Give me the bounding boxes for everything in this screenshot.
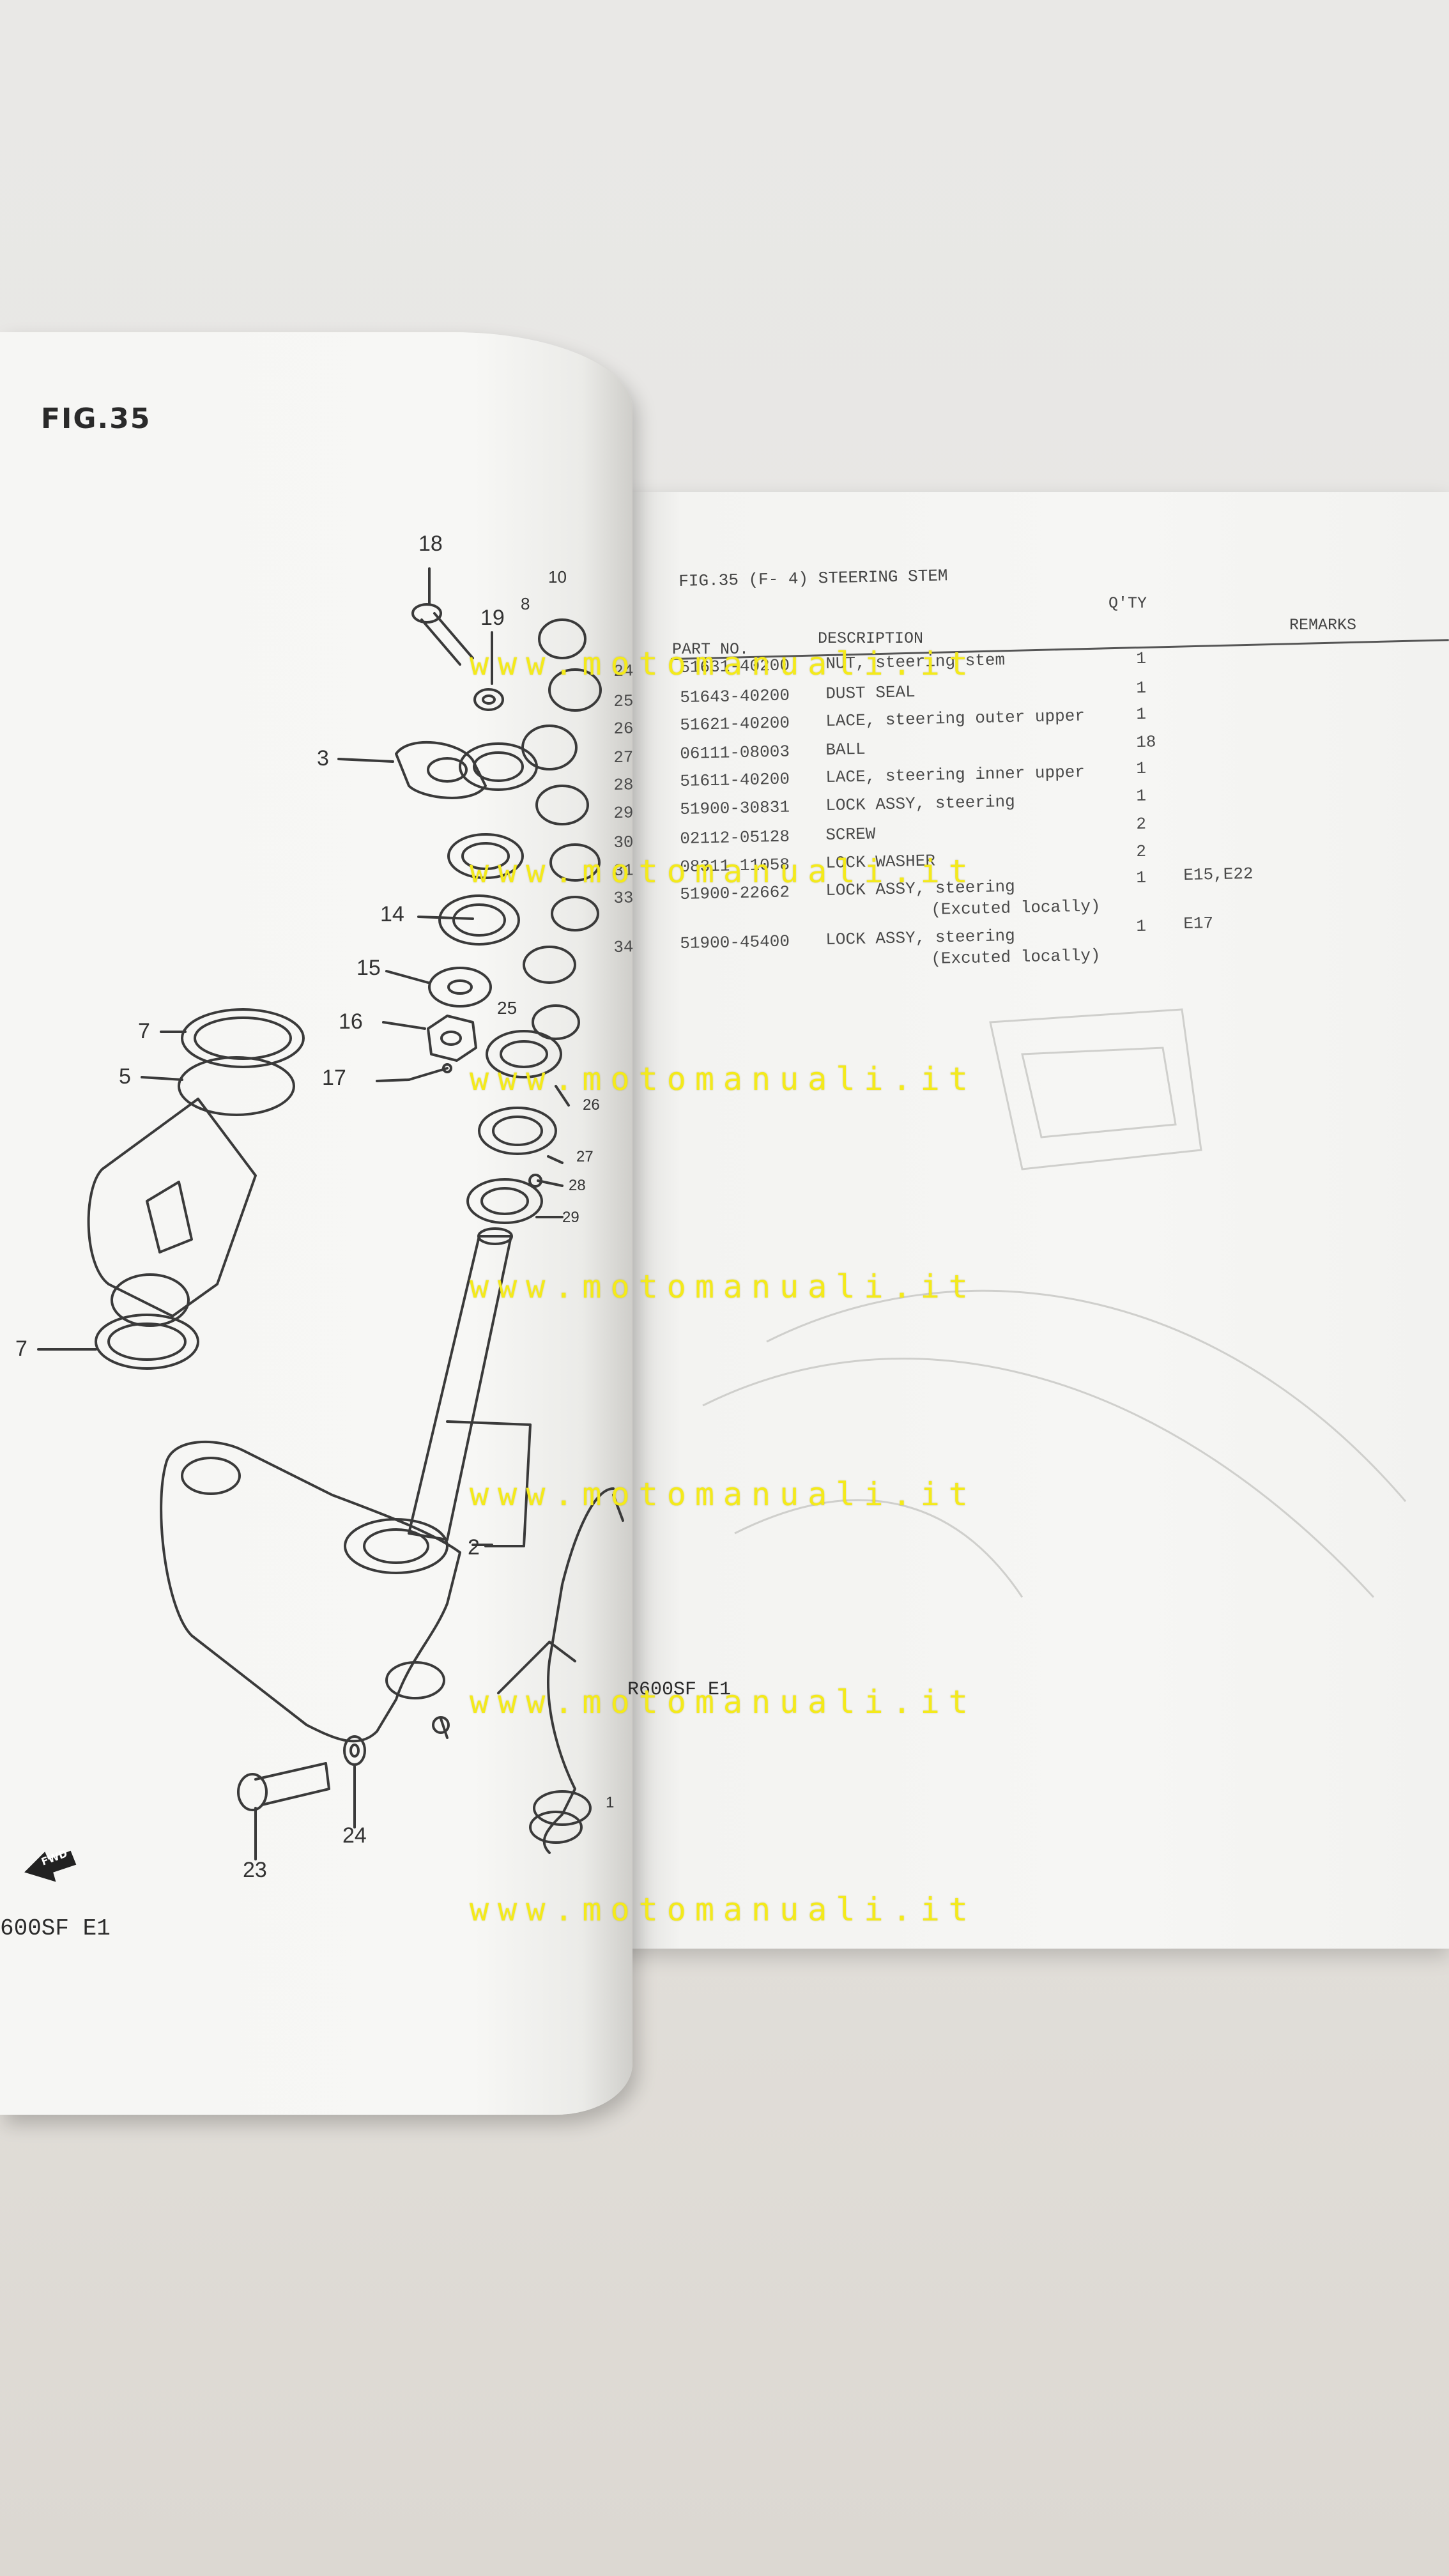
row-part-no: 51643-40200 [680,686,790,707]
row-description: BALL [825,739,866,760]
watermark: www.motomanuali.it [470,645,977,682]
part-label: 14 [380,902,404,926]
row-qty: 1 [1136,786,1147,806]
header-qty: Q'TY [1108,594,1147,613]
header-remarks: REMARKS [1289,616,1357,634]
header-description: DESCRIPTION [818,629,924,648]
part-label: 5 [119,1064,131,1089]
row-qty: 1 [1136,916,1147,936]
part-label: 15 [356,956,381,980]
part-label: 26 [583,1096,600,1114]
part-label: 3 [317,746,329,770]
row-ref: 28 [613,775,634,795]
watermark: www.motomanuali.it [470,1268,977,1305]
row-qty: 1 [1136,758,1147,778]
row-ref: 33 [613,888,634,908]
watermark: www.motomanuali.it [470,853,977,890]
row-part-no: 51900-30831 [680,797,790,819]
row-remarks: E17 [1183,913,1214,933]
row-qty: 1 [1136,704,1147,724]
part-label: 23 [243,1858,267,1882]
row-qty: 1 [1136,868,1147,887]
row-qty: 2 [1136,841,1147,861]
row-qty: 18 [1136,732,1156,752]
part-label: 1 [606,1794,615,1811]
row-description: SCREW [825,824,876,845]
row-ref: 27 [613,747,634,767]
row-qty: 1 [1136,648,1147,668]
row-part-no: 06111-08003 [680,742,790,763]
part-label: 18 [418,532,443,556]
part-label: 17 [322,1066,346,1090]
row-part-no: 51900-45400 [680,931,790,953]
part-label: 7 [15,1337,27,1361]
row-ref: 34 [613,937,634,957]
model-code: 600SF E1 [0,1915,111,1942]
model-code-right: R600SF E1 [627,1679,732,1701]
left-page [0,332,632,2115]
part-label: 25 [497,998,518,1018]
part-label: 28 [569,1177,586,1194]
row-description-sub: (Excuted locally) [931,896,1101,919]
row-ref: 29 [613,803,634,823]
row-ref: 26 [613,719,634,739]
part-label: 27 [576,1148,594,1165]
row-description: LOCK ASSY, steering [825,926,1016,949]
row-description: DUST SEAL [825,682,916,703]
watermark: www.motomanuali.it [470,1061,977,1098]
part-label: 7 [138,1019,150,1043]
figure-title: FIG.35 [41,402,151,435]
watermark: www.motomanuali.it [470,1476,977,1513]
row-ref: 30 [613,832,634,852]
part-label: 19 [480,606,505,630]
watermark: www.motomanuali.it [470,1683,977,1721]
row-part-no: 02112-05128 [680,827,790,848]
part-label: 24 [342,1823,367,1848]
row-qty: 1 [1136,678,1147,698]
part-label: 10 [548,567,567,586]
header-part-no: PART NO. [672,640,749,659]
watermark: www.motomanuali.it [470,1891,977,1928]
row-part-no: 51611-40200 [680,769,790,791]
part-label: 2 [468,1535,480,1560]
row-ref: 25 [613,691,634,711]
row-description-sub: (Excuted locally) [931,946,1101,969]
row-part-no: 51621-40200 [680,713,790,735]
row-remarks: E15,E22 [1183,864,1254,885]
row-qty: 2 [1136,814,1147,834]
part-label: 29 [562,1209,579,1226]
part-label: 16 [339,1009,363,1034]
part-label: 8 [521,594,530,613]
row-description: LOCK ASSY, steering [825,792,1016,815]
right-page [613,492,1449,1949]
